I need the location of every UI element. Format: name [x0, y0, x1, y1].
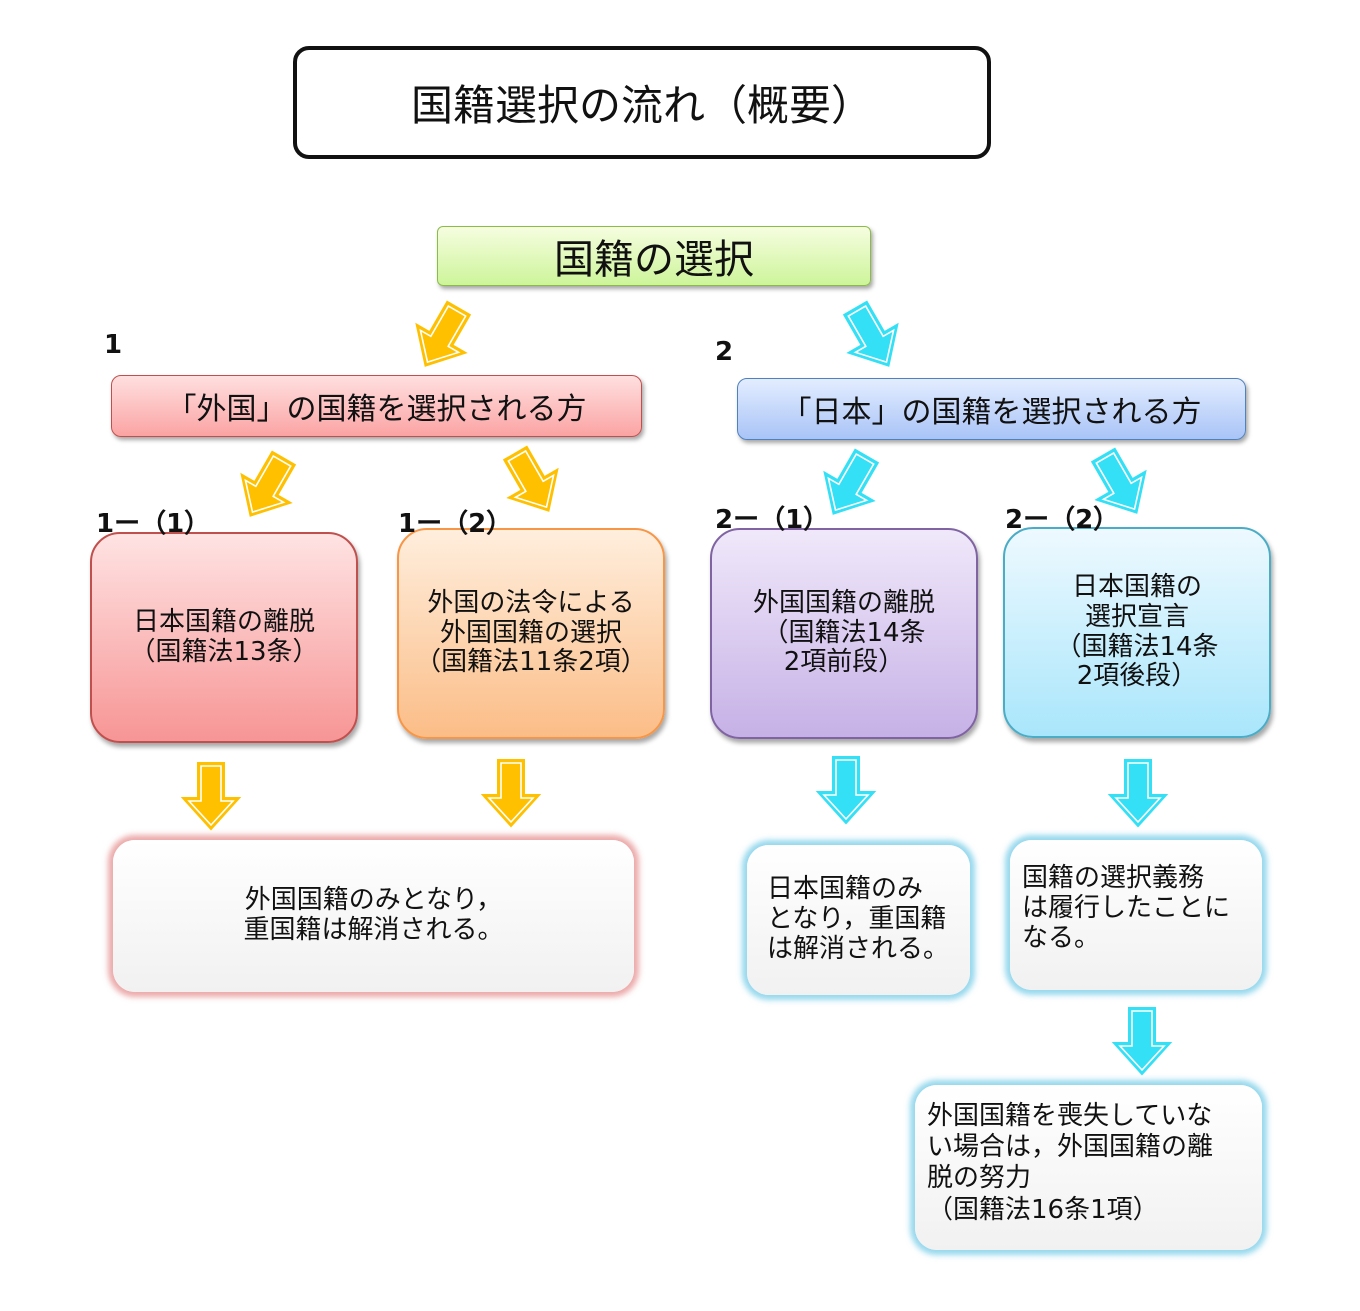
arrow-icon: [480, 759, 542, 828]
sub2-2-followup: 外国国籍を喪失していな い場合は，外国国籍の離 脱の努力 （国籍法16条1項）: [915, 1085, 1262, 1250]
sub1-2-box: 外国の法令による 外国国籍の選択 （国籍法11条2項）: [397, 528, 665, 739]
text-line: 2項前段）: [783, 647, 905, 678]
sub2-1-box: 外国国籍の離脱 （国籍法14条 2項前段）: [710, 528, 978, 739]
branch2-number: 2: [715, 337, 734, 367]
arrow-icon: [842, 300, 899, 367]
branch1-result: 外国国籍のみとなり， 重国籍は解消される。: [113, 840, 634, 992]
arrow-highlight: [187, 765, 235, 827]
text-line: 重国籍は解消される。: [243, 915, 504, 945]
text-line: となり，重国籍: [767, 904, 947, 935]
arrow-shape: [415, 300, 472, 367]
arrow-shape: [1090, 447, 1147, 514]
arrow-highlight: [244, 454, 292, 514]
arrow-shape: [1107, 759, 1169, 828]
arrow-icon: [240, 450, 297, 517]
text-line: は解消される。: [767, 933, 950, 964]
text-line: （国籍法13条）: [129, 636, 319, 667]
text-line: 外国の法令による: [427, 587, 635, 618]
sub1-1-box: 日本国籍の離脱 （国籍法13条）: [90, 532, 358, 743]
diagram-title: 国籍選択の流れ（概要）: [293, 46, 991, 159]
text-line: は履行したことに: [1022, 892, 1231, 923]
text-line: （国籍法14条: [1055, 631, 1219, 662]
text-line: （国籍法16条1項）: [927, 1194, 1159, 1225]
arrow-highlight: [487, 762, 535, 824]
arrow-shape: [1111, 1007, 1173, 1076]
arrow-shape: [823, 448, 880, 515]
text-line: 国籍の選択義務: [1022, 863, 1205, 893]
arrow-highlight: [1118, 1010, 1166, 1072]
arrow-icon: [180, 762, 242, 831]
text-line: 選択宣言: [1084, 601, 1189, 632]
arrow-icon: [415, 300, 472, 367]
sub1-1-number: 1ー（1）: [96, 509, 211, 539]
arrow-shape: [815, 756, 877, 825]
arrow-shape: [480, 759, 542, 828]
sub2-2-box: 日本国籍の 選択宣言 （国籍法14条 2項後段）: [1003, 527, 1271, 738]
sub2-1-result: 日本国籍のみ となり，重国籍 は解消される。: [747, 845, 970, 995]
arrow-icon: [1107, 759, 1169, 828]
text-line: 外国国籍の選択: [439, 617, 622, 648]
arrow-highlight: [507, 449, 555, 509]
text-line: 外国国籍の離脱: [752, 587, 935, 618]
text-line: 日本国籍の: [1071, 571, 1202, 602]
arrow-highlight: [827, 452, 875, 512]
sub1-2-number: 1ー（2）: [398, 509, 513, 539]
root-node: 国籍の選択: [437, 226, 871, 286]
arrow-highlight: [419, 304, 467, 364]
text-line: （国籍法14条: [762, 617, 926, 648]
text-line: 日本国籍のみ: [767, 874, 924, 905]
arrow-shape: [502, 445, 559, 512]
text-line: 外国国籍のみとなり，: [244, 885, 503, 916]
sub2-2-result: 国籍の選択義務 は履行したことに なる。: [1010, 840, 1262, 990]
branch2-heading: 「日本」の国籍を選択される方: [737, 378, 1246, 440]
text-line: 2項後段）: [1076, 661, 1198, 692]
arrow-shape: [240, 450, 297, 517]
arrow-icon: [502, 445, 559, 512]
branch1-heading: 「外国」の国籍を選択される方: [111, 375, 642, 437]
text-line: なる。: [1022, 922, 1101, 953]
text-line: 日本国籍の離脱: [132, 606, 315, 637]
text-line: い場合は，外国国籍の離: [927, 1132, 1214, 1163]
sub2-1-number: 2ー（1）: [715, 505, 830, 535]
arrow-highlight: [1114, 762, 1162, 824]
arrow-shape: [842, 300, 899, 367]
arrow-icon: [823, 448, 880, 515]
arrow-highlight: [822, 759, 870, 821]
arrow-highlight: [1095, 451, 1143, 511]
sub2-2-number: 2ー（2）: [1005, 505, 1120, 535]
text-line: （国籍法11条2項）: [415, 647, 647, 678]
branch1-number: 1: [104, 330, 123, 360]
arrow-highlight: [847, 304, 895, 364]
arrow-icon: [1090, 447, 1147, 514]
text-line: 脱の努力: [927, 1163, 1032, 1194]
arrow-shape: [180, 762, 242, 831]
text-line: 外国国籍を喪失していな: [927, 1101, 1213, 1131]
arrow-icon: [815, 756, 877, 825]
arrow-icon: [1111, 1007, 1173, 1076]
